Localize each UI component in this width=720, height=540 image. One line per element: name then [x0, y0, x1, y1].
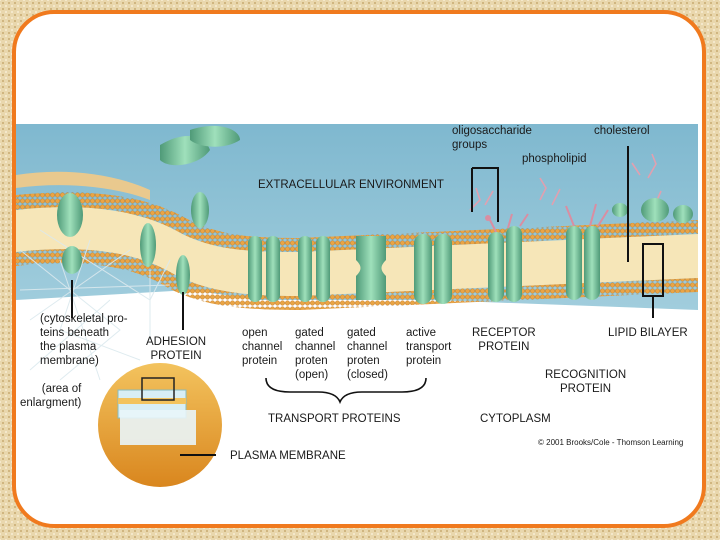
plasma-membrane-label: PLASMA MEMBRANE: [230, 450, 346, 462]
recognition-protein: [565, 203, 609, 300]
active-transport-protein: [414, 234, 452, 304]
transport-proteins-brace: [265, 377, 427, 405]
receptor-protein: [485, 213, 529, 302]
cytoskeleton-network: [19, 229, 171, 381]
oligosaccharide-chains: [469, 153, 662, 211]
recognition-protein-label: RECOGNITION PROTEIN: [545, 369, 627, 395]
copyright-label: © 2001 Brooks/Cole - Thomson Learning: [538, 438, 684, 447]
area-of-enlargement-label: (area of enlargment): [20, 383, 82, 409]
label-leaders: [71, 146, 664, 330]
adhesion-protein-label: ADHESION PROTEIN: [146, 336, 207, 362]
inner-leaflet-heads: [16, 249, 698, 310]
surface-blobs: [612, 198, 693, 223]
open-channel-label: open channel protein: [242, 327, 283, 367]
outer-leaflet-heads: [16, 192, 698, 252]
gated-open-label: gated channel proten (open): [295, 327, 336, 381]
adhesion-proteins: [57, 125, 240, 295]
receptor-protein-label: RECEPTOR PROTEIN: [472, 327, 536, 353]
cytoskeletal-label: (cytoskeletal pro- teins beneath the pla…: [40, 313, 128, 367]
gated-channel-open: [298, 236, 330, 302]
lipid-bilayer-label: LIPID BILAYER: [608, 327, 688, 339]
cholesterol-label: cholesterol: [594, 125, 650, 137]
active-transport-label: active transport protein: [406, 327, 452, 367]
extracellular-matrix: [16, 171, 150, 200]
cell-enlargement: [98, 363, 222, 487]
cytoplasm-label: CYTOPLASM: [480, 413, 551, 425]
open-channel-protein: [248, 236, 280, 302]
gated-closed-label: gated channel proten (closed): [347, 327, 388, 381]
transport-proteins-label: TRANSPORT PROTEINS: [268, 413, 401, 425]
gated-channel-closed: [356, 236, 386, 300]
oligosaccharide-label: oligosaccharide groups: [452, 125, 532, 151]
phospholipid-label: phospholipid: [522, 153, 587, 165]
extracellular-label: EXTRACELLULAR ENVIRONMENT: [258, 179, 444, 191]
